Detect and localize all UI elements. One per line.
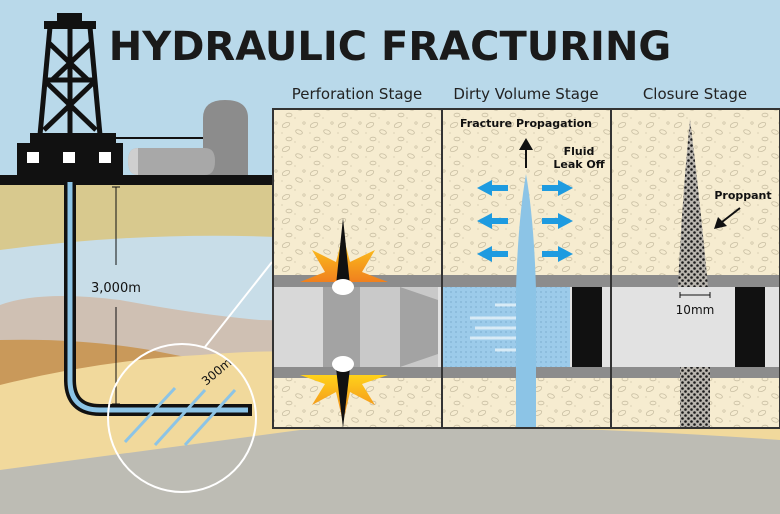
explosion-icon: [300, 218, 388, 428]
zoom-circle: [107, 343, 257, 493]
proppant-fracture-lower: [680, 367, 710, 428]
stage-title-perforation: Perforation Stage: [292, 85, 423, 103]
page-title: HYDRAULIC FRACTURING: [109, 24, 672, 70]
stage-title-dirty-volume: Dirty Volume Stage: [453, 85, 598, 103]
perforation-gun: [273, 287, 442, 367]
fluid-leak-off-label-line2: Leak Off: [553, 158, 604, 171]
width-label: 10mm: [676, 303, 715, 317]
proppant-arrow-icon: [714, 207, 741, 229]
panel-borders: [272, 108, 780, 429]
wellbore-fluid: [67, 182, 248, 413]
plug-closure: [735, 287, 765, 367]
fluid-leak-off-label-line1: Fluid: [564, 145, 595, 158]
proppant-fracture: [678, 119, 708, 287]
plug: [572, 287, 602, 367]
bedrock-layer: [0, 426, 780, 514]
width-marker: [679, 292, 711, 298]
leak-off-arrows-icon: [477, 180, 573, 262]
drilling-rig-icon: [17, 13, 123, 178]
lateral-fractures: [123, 386, 237, 447]
proppant-label: Proppant: [714, 189, 771, 202]
fracture-fluid: [516, 174, 536, 428]
storage-tank-icon: [115, 100, 248, 175]
depth-label: 3,000m: [91, 281, 141, 296]
zoom-connector: [204, 261, 273, 348]
fracture-propagation-label: Fracture Propagation: [460, 117, 592, 130]
fracture-propagation-arrow-icon: [519, 138, 533, 168]
depth-marker: [112, 186, 120, 405]
stage-title-closure: Closure Stage: [643, 85, 747, 103]
